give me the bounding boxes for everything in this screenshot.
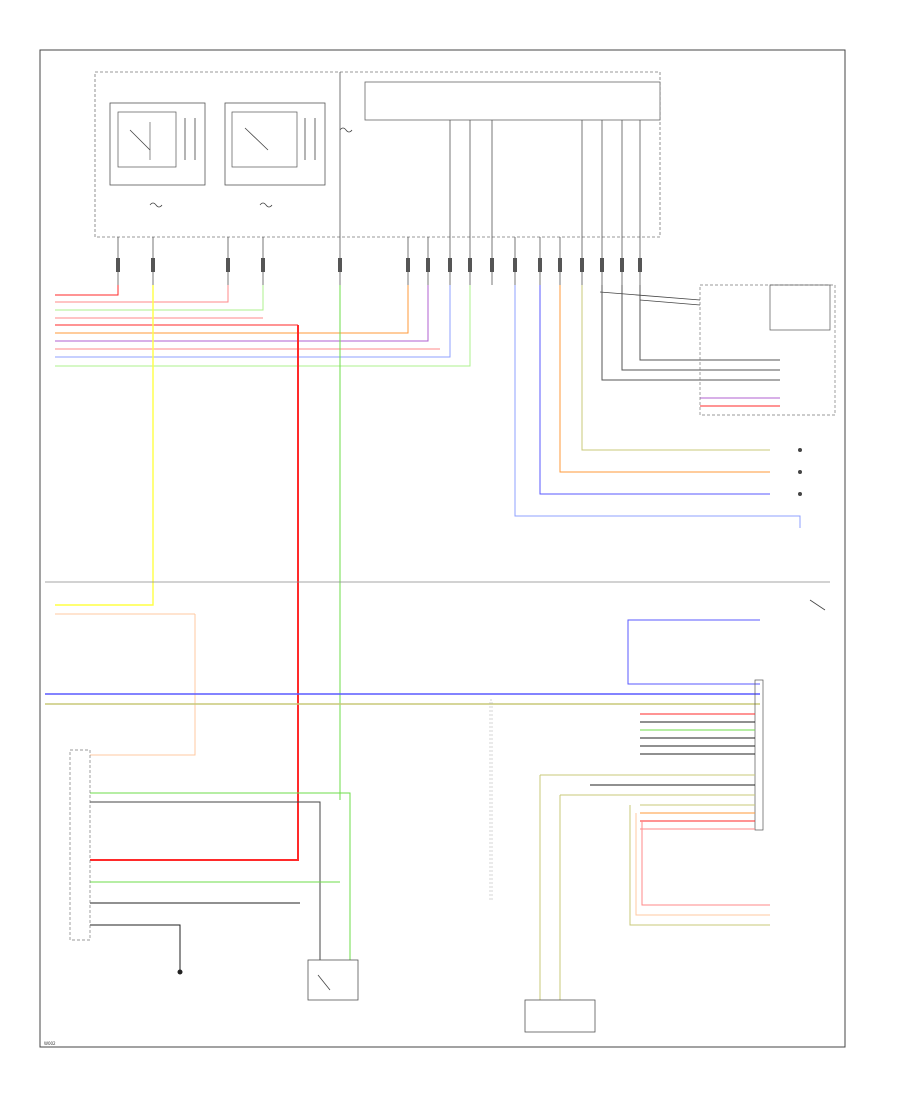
connector-pins: [116, 258, 642, 272]
blue-loop-wire: [627, 619, 760, 685]
lower-right-connector: [540, 679, 770, 926]
switch-line: [809, 599, 826, 611]
ground-icon: [177, 969, 183, 975]
relay-1: [109, 102, 206, 186]
footer-code: W002: [44, 1041, 56, 1046]
sensor-symbols: [798, 448, 802, 496]
connector-stubs: [117, 72, 641, 285]
right-sensor-wires: [514, 285, 801, 528]
top-module-box: [94, 71, 661, 238]
lower-relay: [307, 959, 359, 1001]
fuse-symbols: [149, 127, 353, 208]
dashed-region: [489, 699, 493, 901]
left-lower-module: [69, 749, 91, 941]
rear-sensor-box: [599, 284, 836, 416]
control-module-box: [364, 81, 661, 121]
vertical-wires: [55, 285, 341, 861]
diagram-frame: [39, 49, 846, 1048]
bottom-center-module: [524, 999, 596, 1033]
relay-2: [224, 102, 326, 186]
lower-middle-wires: [90, 775, 561, 1000]
left-harness-wires: [55, 285, 471, 367]
